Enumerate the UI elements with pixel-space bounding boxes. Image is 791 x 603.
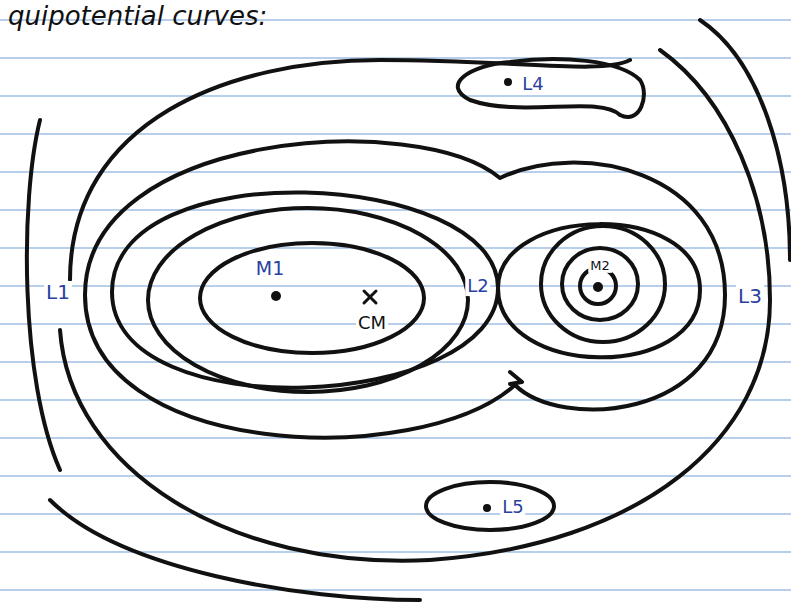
cm-cross	[364, 291, 376, 303]
center-of-mass-label: CM	[356, 313, 388, 333]
lagrange-point-label: L1	[44, 281, 72, 303]
mass-label: M2	[588, 259, 612, 273]
ruled-lines	[0, 20, 791, 590]
lagrange-point-label: L2	[465, 276, 490, 296]
heading-note: quipotential curves:	[6, 2, 269, 31]
mass-label: M1	[254, 258, 286, 279]
lagrange-point-label: L5	[500, 497, 525, 517]
points	[271, 78, 603, 512]
lagrange-point-label: L4	[520, 74, 545, 94]
contours	[27, 20, 790, 600]
lagrange-point-label: L3	[736, 285, 764, 307]
